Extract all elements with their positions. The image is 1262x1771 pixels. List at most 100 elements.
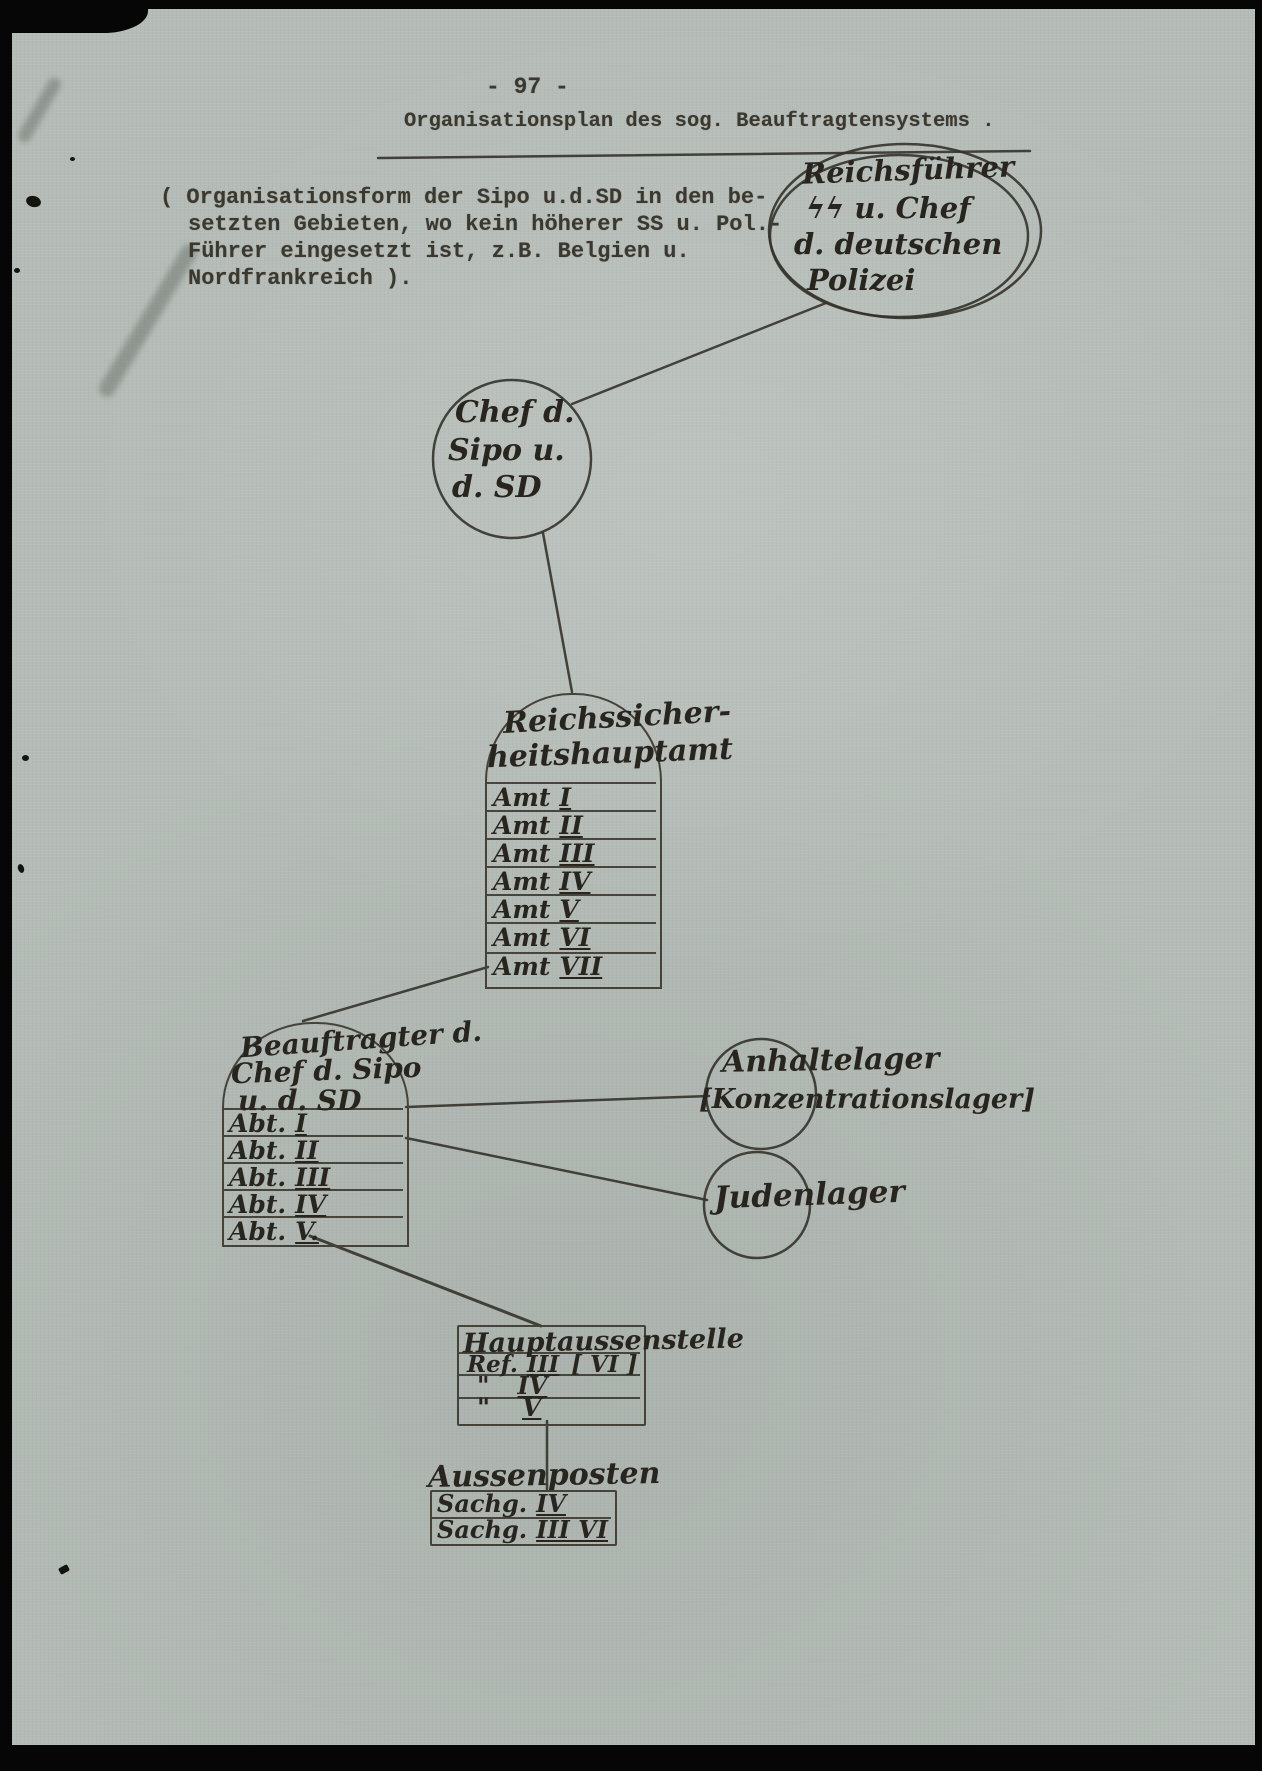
- beauftragter-title-line-3: u. d. SD: [238, 1084, 362, 1117]
- page-title: Organisationsplan des sog. Beauftragtens…: [404, 110, 995, 133]
- beauftragter-row-numeral: II: [295, 1136, 319, 1165]
- beauftragter-row-line: [224, 1108, 403, 1110]
- judenlager-circle: [702, 1150, 812, 1260]
- line-reichsfuehrer-chef: [570, 301, 828, 406]
- hauptaussenstelle-row-line: [459, 1374, 640, 1376]
- beauftragter-row-label: Abt.: [229, 1190, 287, 1219]
- rsha-row: Amt III: [493, 841, 595, 866]
- rsha-row-line: [487, 782, 656, 784]
- rsha-row-numeral: VI: [559, 923, 591, 952]
- hauptaussenstelle-row: "V: [477, 1395, 541, 1420]
- rsha-row: Amt VII: [493, 954, 602, 979]
- beauftragter-row-numeral: III: [295, 1163, 331, 1192]
- rsha-row-numeral: I: [559, 783, 572, 812]
- beauftragter-row-label: Abt.: [229, 1217, 287, 1246]
- title-underline: [376, 149, 1032, 160]
- beauftragter-row-label: Abt.: [229, 1136, 287, 1165]
- rsha-row-label: Amt: [493, 867, 551, 896]
- aussenposten-row-label: Sachg.: [437, 1515, 528, 1544]
- beauftragter-row: Abt. II: [229, 1138, 319, 1163]
- node-reichsfuehrer-line-2: ϟϟ u. Chef: [806, 191, 971, 225]
- aussenposten-row-line: [432, 1517, 611, 1519]
- rsha-row-numeral: III: [559, 839, 595, 868]
- reichsfuehrer-circle-inner: [768, 153, 1030, 319]
- rsha-row: Amt IV: [493, 869, 591, 894]
- rsha-row-numeral: VII: [559, 952, 603, 981]
- hauptaussenstelle-row-line: [459, 1397, 640, 1399]
- rsha-row-label: Amt: [493, 783, 551, 812]
- beauftragter-row-label: Abt.: [229, 1163, 287, 1192]
- hauptaussenstelle-row-label: Ref.: [467, 1351, 518, 1378]
- beauftragter-row-numeral: I: [295, 1109, 307, 1138]
- beauftragter-row-numeral: V.: [295, 1217, 319, 1246]
- line-chef-rsha: [541, 531, 574, 694]
- rsha-row-label: Amt: [493, 923, 551, 952]
- aussenposten-row-numeral: III VI: [536, 1515, 608, 1544]
- beauftragter-row-line: [224, 1216, 403, 1218]
- node-anhaltelager-line-2: [Konzentrationslager]: [699, 1084, 1035, 1115]
- hauptaussenstelle-row-label: ": [477, 1371, 490, 1400]
- rsha-row-numeral: V: [559, 895, 579, 924]
- aussenposten-row: Sachg. III VI: [437, 1518, 608, 1542]
- aussenposten-box: [430, 1490, 617, 1546]
- hauptaussenstelle-row-line: [459, 1352, 640, 1354]
- beauftragter-row-numeral: IV: [295, 1190, 327, 1219]
- beauftragter-row: Abt. IV: [229, 1192, 326, 1217]
- node-reichsfuehrer-line-4: Polizei: [807, 263, 916, 297]
- rsha-row-line: [487, 810, 656, 812]
- intro-note-line-4: Nordfrankreich ).: [188, 266, 413, 291]
- page-number: - 97 -: [486, 74, 569, 100]
- beauftragter-row: Abt. III: [229, 1165, 330, 1190]
- intro-note-line-1: ( Organisationsform der Sipo u.d.SD in d…: [160, 185, 768, 210]
- node-chef-sipo-line-1: Chef d.: [455, 395, 575, 430]
- rsha-row-label: Amt: [493, 952, 551, 981]
- aussenposten-row-label: Sachg.: [437, 1489, 528, 1518]
- aussenposten-row-numeral: IV: [536, 1489, 566, 1518]
- node-chef-sipo-line-3: d. SD: [452, 470, 542, 505]
- rsha-row-line: [487, 838, 656, 840]
- hauptaussenstelle-row-suffix: [ VI ]: [571, 1351, 638, 1378]
- node-reichsfuehrer-line-3: d. deutschen: [794, 227, 1003, 261]
- chef-sipo-circle: [431, 378, 593, 540]
- beauftragter-box: [222, 1022, 409, 1247]
- rsha-row-line: [487, 894, 656, 896]
- rsha-row-label: Amt: [493, 895, 551, 924]
- intro-note-line-2: setzten Gebieten, wo kein höherer SS u. …: [188, 212, 783, 237]
- aussenposten-row: Sachg. IV: [437, 1492, 566, 1516]
- beauftragter-row: Abt. V.: [229, 1219, 319, 1244]
- intro-note-line-3: Führer eingesetzt ist, z.B. Belgien u.: [188, 239, 690, 264]
- rsha-row-line: [487, 922, 656, 924]
- node-reichsfuehrer-line-1: Reichsführer: [801, 149, 1015, 191]
- hauptaussenstelle-row: " IV: [477, 1374, 547, 1398]
- rsha-row: Amt I: [493, 785, 571, 810]
- rsha-title-line-2: heitshauptamt: [486, 731, 734, 776]
- rsha-row: Amt V: [493, 897, 579, 922]
- line-beauftragter-judenlager: [404, 1136, 709, 1202]
- line-beauftragter-anhaltelager: [404, 1094, 711, 1109]
- hauptaussenstelle-row-numeral: IV: [517, 1371, 548, 1400]
- rsha-row-line: [487, 866, 656, 868]
- rsha-row-label: Amt: [493, 839, 551, 868]
- ink-blemish: [70, 157, 75, 161]
- rsha-row-numeral: IV: [559, 867, 591, 896]
- rsha-row-line: [487, 952, 656, 954]
- node-judenlager-line-1: Judenlager: [713, 1173, 906, 1217]
- ink-blemish: [22, 755, 29, 761]
- aussenposten-title: Aussenposten: [427, 1455, 661, 1496]
- rsha-row: Amt VI: [493, 925, 591, 950]
- line-beauftragter-hauptaussenstelle: [308, 1234, 543, 1328]
- beauftragter-row-line: [224, 1189, 403, 1191]
- hauptaussenstelle-row: Ref.III[ VI ]: [467, 1353, 638, 1376]
- anhaltelager-circle: [704, 1037, 818, 1151]
- hauptaussenstelle-box: [457, 1325, 646, 1426]
- hauptaussenstelle-row-numeral: V: [522, 1393, 542, 1422]
- node-chef-sipo-line-2: Sipo u.: [448, 433, 565, 468]
- ink-blemish: [14, 268, 20, 273]
- rsha-box: [485, 693, 662, 989]
- scan-corner-shadow: [0, 0, 148, 33]
- paper-sheet: [12, 9, 1255, 1745]
- rsha-row-numeral: II: [559, 811, 583, 840]
